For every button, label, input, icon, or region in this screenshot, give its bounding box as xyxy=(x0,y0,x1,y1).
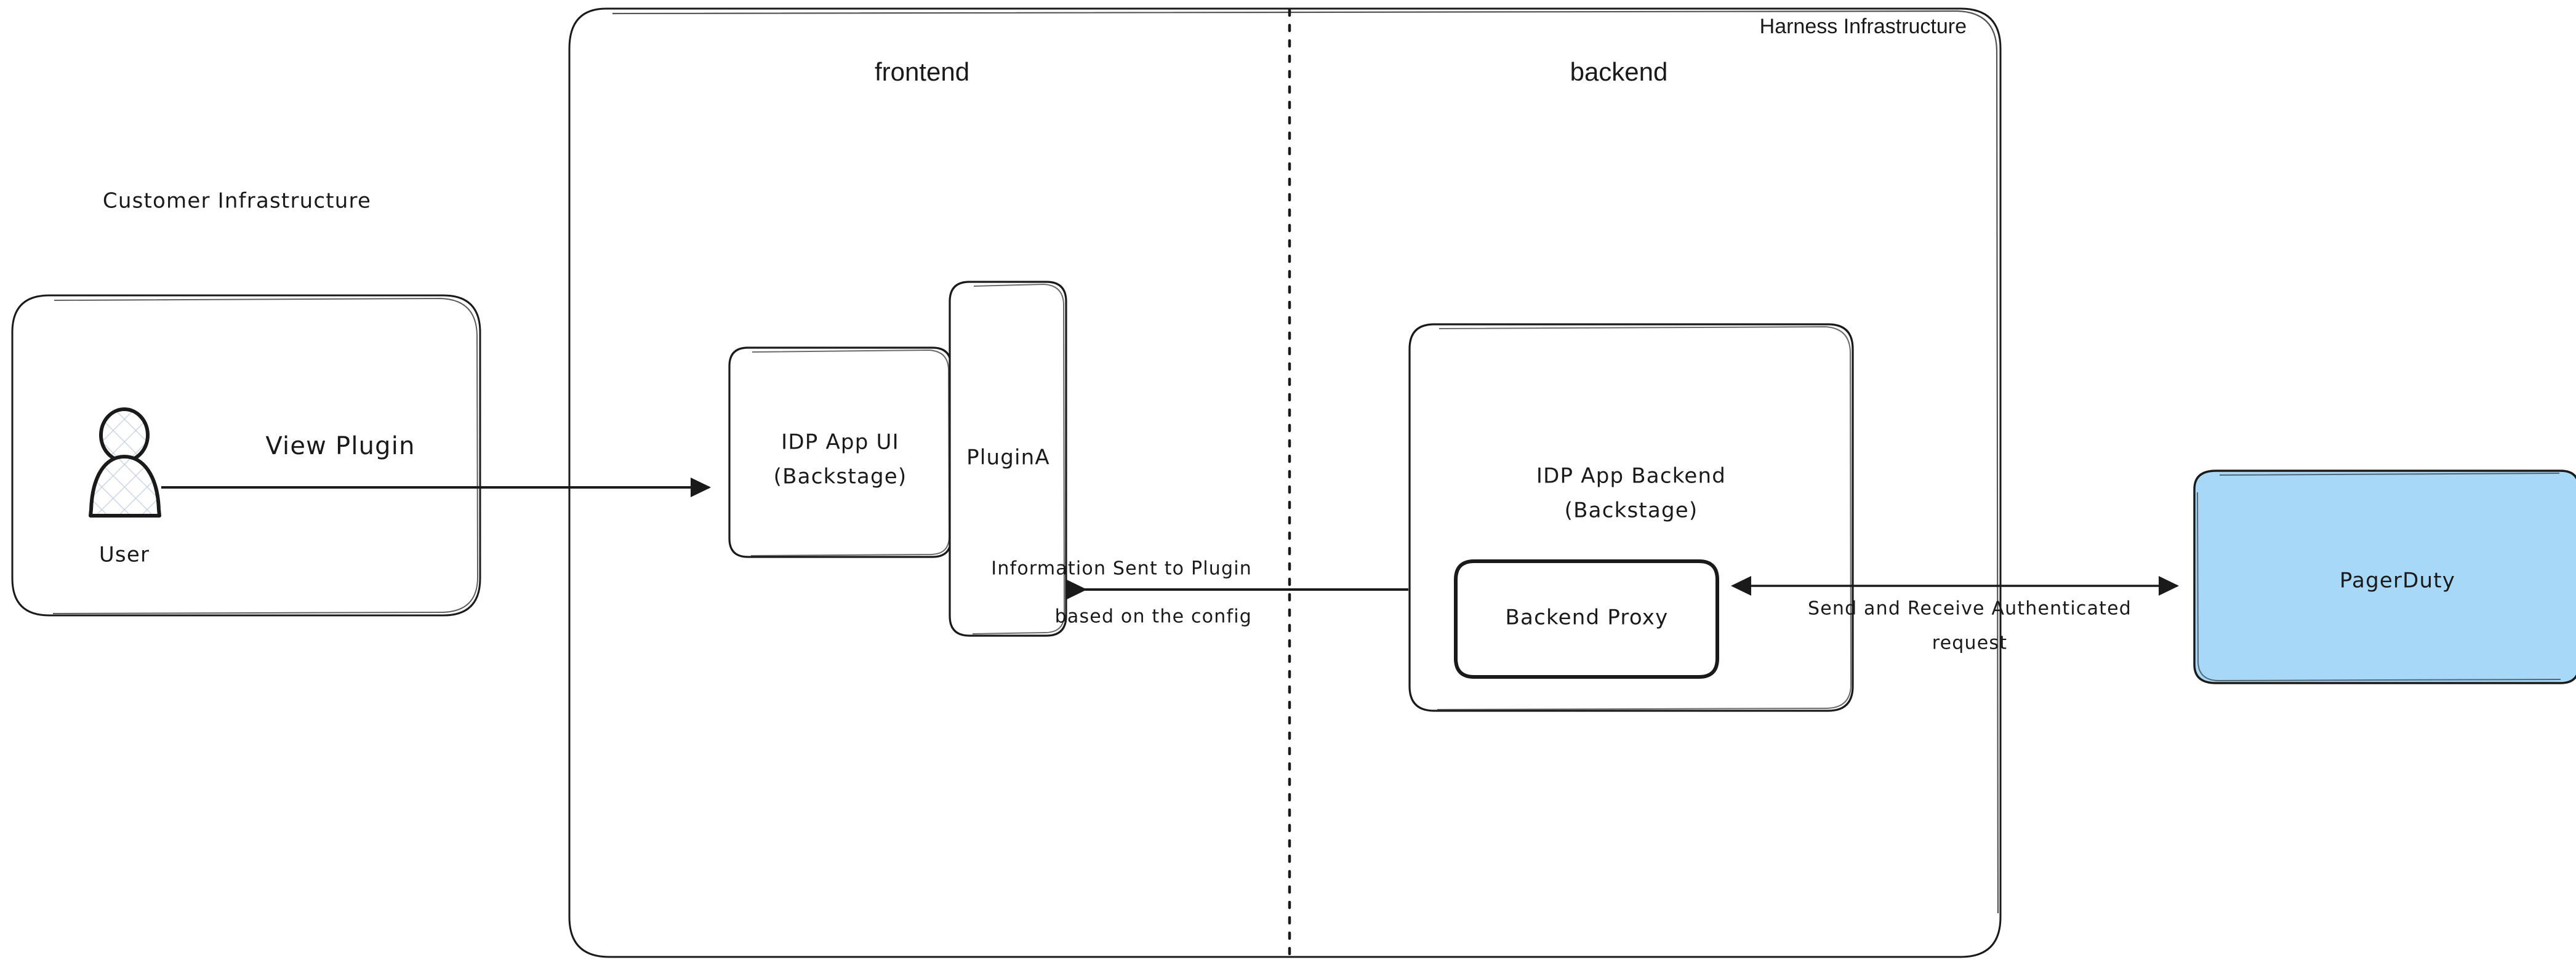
idp-app-ui-label-line2: (Backstage) xyxy=(774,465,907,489)
idp-app-ui-label-line1: IDP App UI xyxy=(781,430,899,455)
harness-infrastructure-label: Harness Infrastructure xyxy=(1760,15,1967,38)
backend-proxy-label: Backend Proxy xyxy=(1506,606,1669,630)
idp-app-backend-label-line1: IDP App Backend xyxy=(1536,464,1726,489)
backend-proxy-node[interactable] xyxy=(1454,559,1719,679)
idp-app-backend-label-line2: (Backstage) xyxy=(1565,498,1698,523)
frontend-zone-label: frontend xyxy=(875,57,969,86)
pagerduty-label: PagerDuty xyxy=(2340,569,2455,593)
customer-infrastructure-container xyxy=(11,294,481,617)
harness-infrastructure-container xyxy=(568,7,2002,958)
plugin-a-node[interactable] xyxy=(949,281,1067,637)
edge-label-proxy-to-pagerduty-line2: request xyxy=(1932,633,2007,654)
edge-label-backend-to-plugin-line2: based on the config xyxy=(1055,606,1252,628)
customer-infrastructure-label: Customer Infrastructure xyxy=(103,189,371,214)
edge-label-proxy-to-pagerduty-line1: Send and Receive Authenticated xyxy=(1808,598,2132,620)
edge-label-backend-to-plugin-line1: Information Sent to Plugin xyxy=(991,558,1252,580)
plugin-a-label: PluginA xyxy=(966,446,1050,470)
edge-label-view-plugin: View Plugin xyxy=(265,432,415,460)
pagerduty-node[interactable] xyxy=(2193,470,2576,684)
user-label: User xyxy=(99,543,150,567)
backend-zone-label: backend xyxy=(1570,57,1668,86)
user-actor-icon xyxy=(89,407,161,518)
